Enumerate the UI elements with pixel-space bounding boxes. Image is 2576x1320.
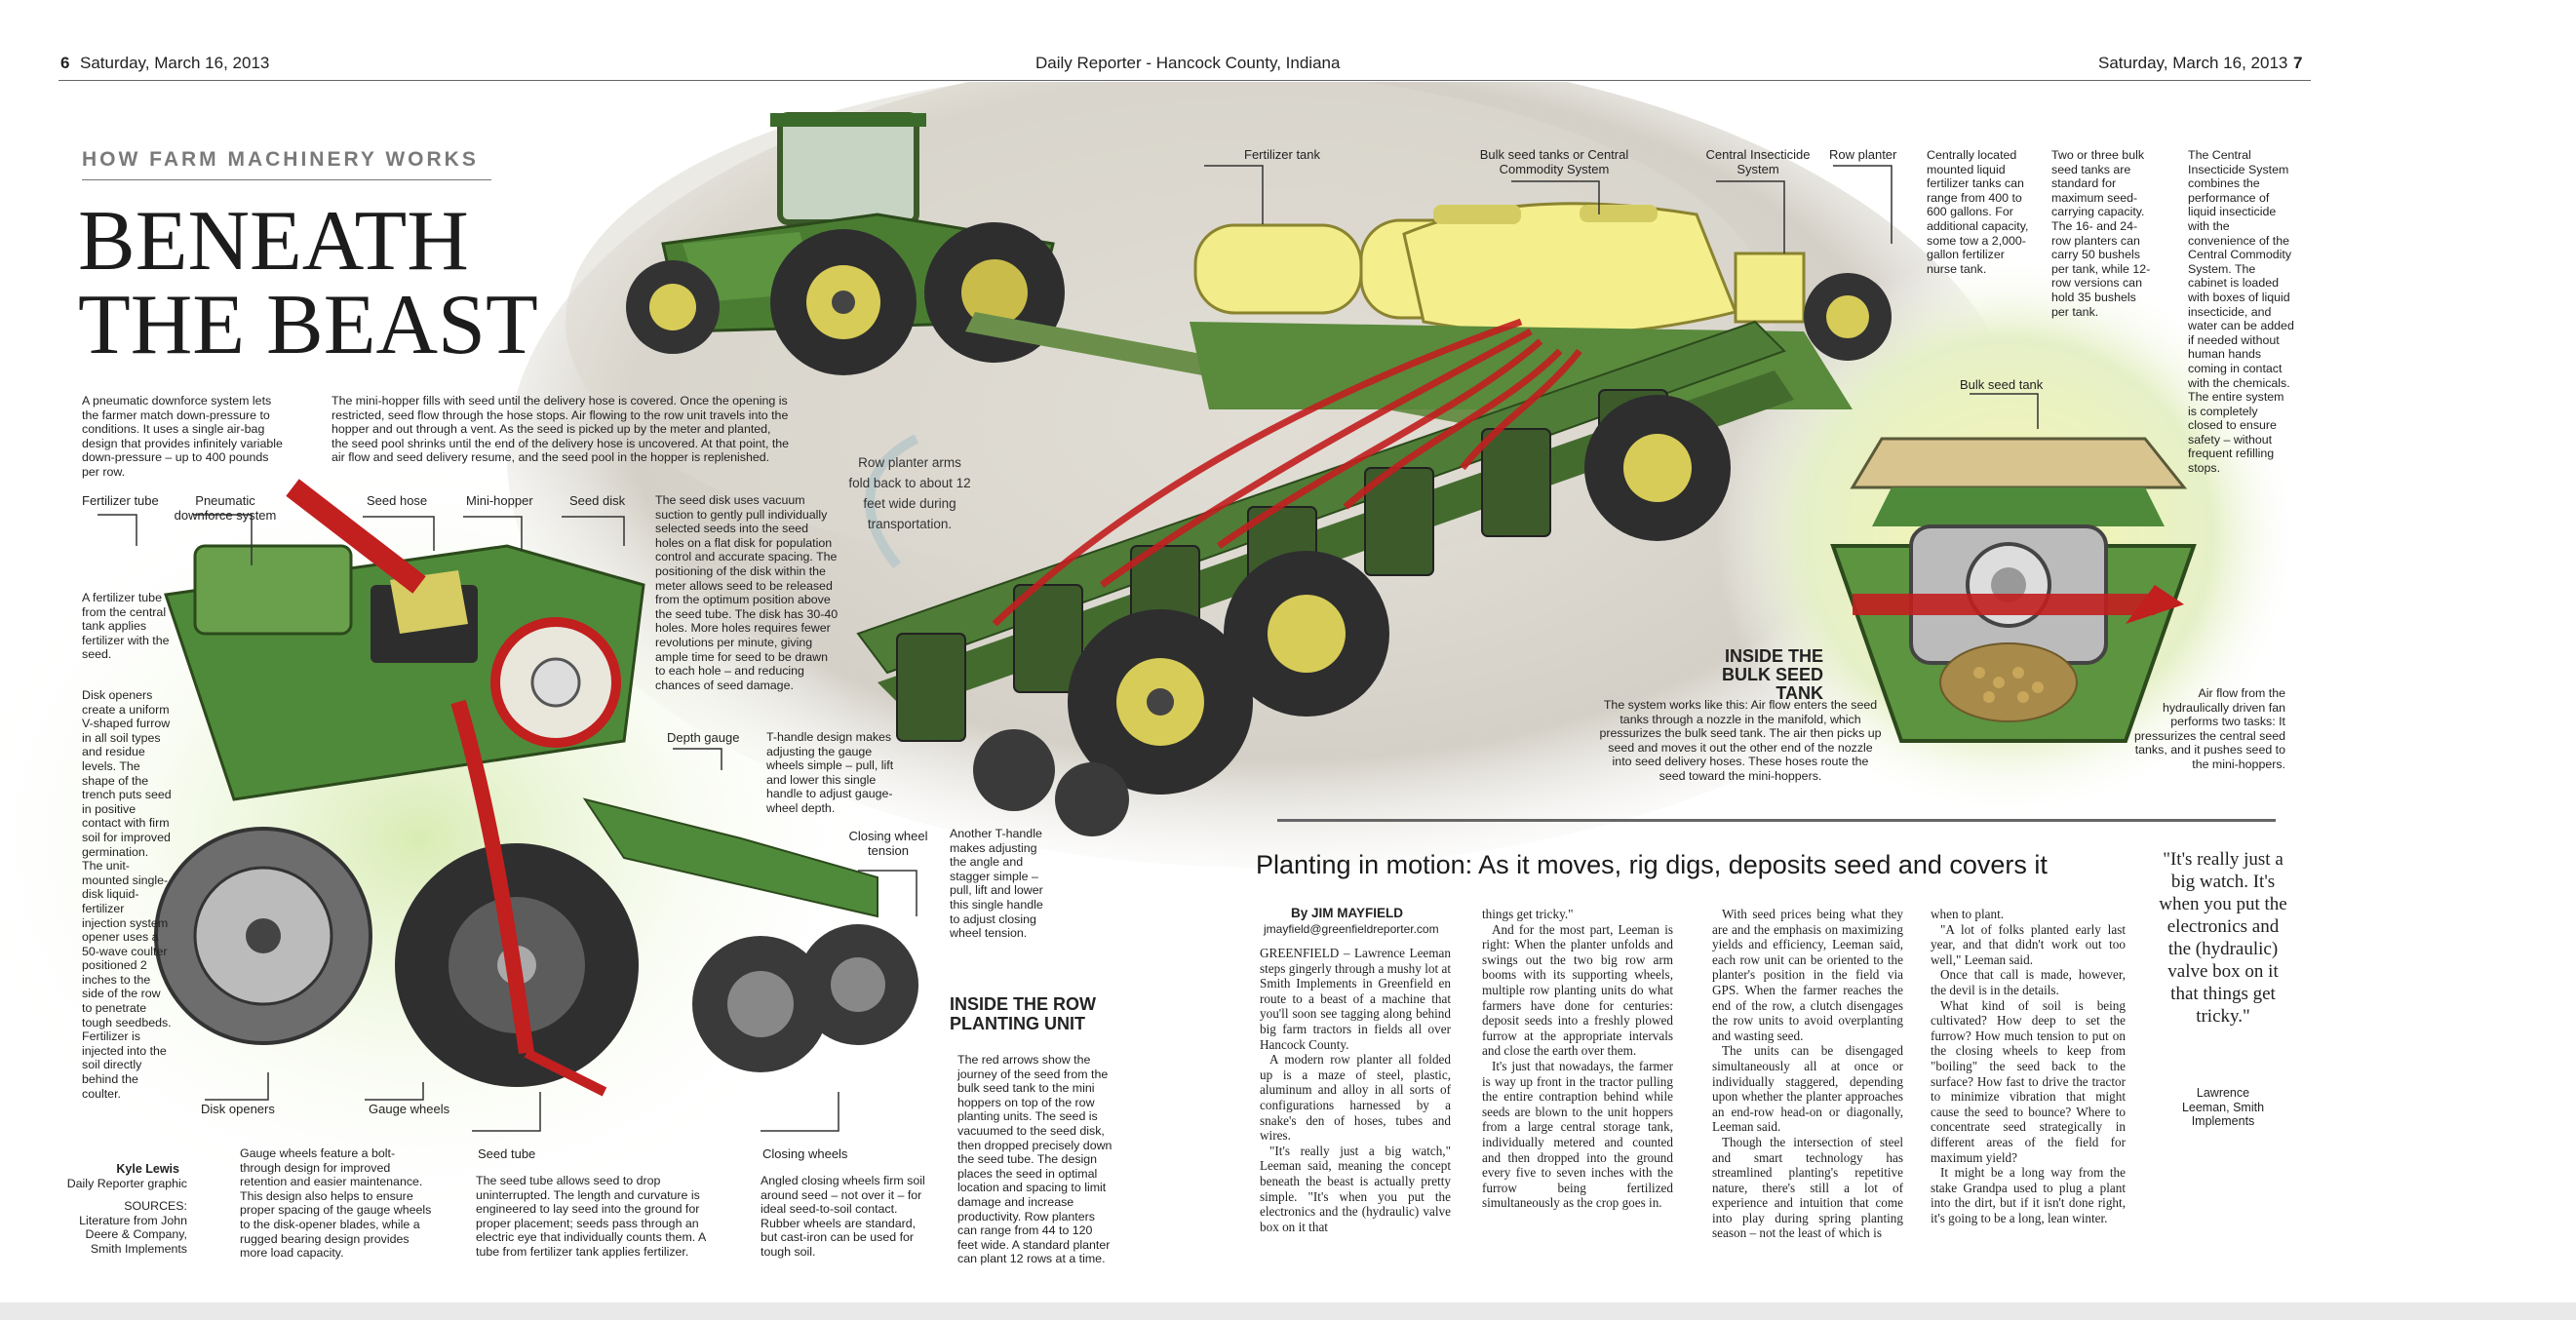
label-disk-openers: Disk openers	[201, 1102, 275, 1116]
caption-central-insecticide: The Central Insecticide System combines …	[2188, 148, 2294, 476]
label-pneumatic-downforce: Pneumatic downforce system	[174, 493, 277, 523]
article-paragraph: GREENFIELD – Lawrence Leeman steps ginge…	[1260, 946, 1451, 1052]
label-seed-hose: Seed hose	[367, 493, 428, 508]
caption-bulk-tanks: Two or three bulk seed tanks are standar…	[2051, 148, 2151, 319]
inside-row-heading: INSIDE THE ROW PLANTING UNIT	[950, 994, 1097, 1033]
caption-t-handle-gauge: T-handle design makes adjusting the gaug…	[766, 730, 894, 815]
planter-wheels-icon	[973, 395, 1731, 836]
row-unit-detail-icon	[154, 479, 918, 1097]
tractor-icon	[626, 112, 1065, 375]
article-headline: Planting in motion: As it moves, rig dig…	[1256, 850, 2048, 879]
article-paragraph: Once that call is made, however, the dev…	[1931, 967, 2126, 997]
page-title-line1: BENEATH	[78, 194, 469, 289]
bulk-seed-tank-icon	[1830, 437, 2197, 743]
right-date: Saturday, March 16, 2013	[2098, 54, 2288, 72]
planter-illustration	[0, 82, 2576, 1301]
article-paragraph: Though the intersection of steel and sma…	[1712, 1134, 1903, 1241]
caption-t-handle-closing: Another T-handle makes adjusting the ang…	[950, 827, 1043, 941]
article-paragraph: when to plant.	[1931, 907, 2005, 921]
label-row-planter: Row planter	[1829, 147, 1897, 162]
caption-fert-tanks: Centrally located mounted liquid fertili…	[1927, 148, 2029, 276]
inside-row-body: The red arrows show the journey of the s…	[957, 1053, 1112, 1266]
label-gauge-wheels: Gauge wheels	[369, 1102, 450, 1116]
caption-fertilizer-tube: A fertilizer tube from the central tank …	[82, 591, 170, 662]
label-bulk-seed-tank: Bulk seed tank	[1960, 377, 2044, 392]
left-page-number: 6	[60, 54, 70, 72]
article-column-2: things get tricky." And for the most par…	[1482, 907, 1673, 1211]
label-bulk-seed-tanks: Bulk seed tanks or Central Commodity Sys…	[1479, 147, 1629, 176]
caption-seed-disk: The seed disk uses vacuum suction to gen…	[655, 493, 839, 692]
caption-gauge-wheels: Gauge wheels feature a bolt-through desi…	[240, 1146, 432, 1261]
label-seed-disk: Seed disk	[569, 493, 626, 508]
article-paragraph: It might be a long way from the stake Gr…	[1931, 1165, 2126, 1225]
label-central-insecticide: Central Insecticide System	[1705, 147, 1811, 176]
caption-mini-hopper: The mini-hopper fills with seed until th…	[332, 394, 790, 465]
article-column-3: With seed prices being what they are and…	[1712, 907, 1903, 1241]
kicker-rule	[82, 179, 491, 180]
masthead: Daily Reporter - Hancock County, Indiana	[1035, 54, 1341, 72]
label-fertilizer-tube: Fertilizer tube	[82, 493, 159, 508]
article-paragraph: A modern row planter all folded up is a …	[1260, 1052, 1451, 1144]
label-fertilizer-tank: Fertilizer tank	[1244, 147, 1321, 162]
caption-seed-tube: The seed tube allows seed to drop uninte…	[476, 1174, 706, 1259]
article-paragraph: "A lot of folks planted early last year,…	[1931, 921, 2126, 967]
article-paragraph: And for the most part, Leeman is right: …	[1482, 921, 1673, 1059]
label-seed-tube: Seed tube	[478, 1146, 536, 1161]
caption-pneumatic: A pneumatic downforce system lets the fa…	[82, 394, 283, 479]
article-column-1: GREENFIELD – Lawrence Leeman steps ginge…	[1260, 946, 1451, 1234]
article-paragraph: What kind of soil is being cultivated? H…	[1931, 997, 2126, 1165]
right-page-number: 7	[2293, 54, 2303, 72]
article-paragraph: things get tricky."	[1482, 907, 1574, 921]
label-depth-gauge: Depth gauge	[667, 730, 740, 745]
caption-disk-openers: Disk openers create a uniform V-shaped f…	[82, 688, 172, 1101]
pull-quote: "It's really just a big watch. It's when…	[2159, 849, 2287, 1027]
article-paragraph: With seed prices being what they are and…	[1712, 907, 1903, 1043]
article-column-4: when to plant. "A lot of folks planted e…	[1931, 907, 2126, 1225]
credit-name: Kyle Lewis	[116, 1162, 179, 1176]
article-email: jmayfield@greenfieldreporter.com	[1264, 922, 1439, 936]
caption-airflow: Air flow from the hydraulically driven f…	[2134, 686, 2285, 771]
label-closing-wheel-tension: Closing wheel tension	[848, 829, 928, 858]
credit-role: Daily Reporter graphic	[66, 1177, 187, 1190]
credit-sources: SOURCES: Literature from John Deere & Co…	[79, 1199, 187, 1256]
caption-row-planter-arms: Row planter arms fold back to about 12 f…	[848, 455, 971, 531]
page-title-line2: THE BEAST	[78, 278, 538, 372]
inside-bulk-heading: INSIDE THE BULK SEED TANK	[1721, 646, 1823, 703]
article-paragraph: The units can be disengaged simultaneous…	[1712, 1043, 1903, 1135]
caption-closing-wheels: Angled closing wheels firm soil around s…	[761, 1174, 925, 1259]
label-closing-wheels: Closing wheels	[762, 1146, 848, 1161]
article-paragraph: It's just that nowadays, the farmer is w…	[1482, 1058, 1673, 1211]
header-rule	[59, 80, 2311, 81]
article-byline: By JIM MAYFIELD	[1291, 906, 1404, 920]
article-rule	[1277, 819, 2276, 822]
label-mini-hopper: Mini-hopper	[466, 493, 533, 508]
article-paragraph: "It's really just a big watch," Leeman s…	[1260, 1143, 1451, 1234]
page-edge	[0, 1302, 2576, 1320]
pull-quote-attribution: Lawrence Leeman, Smith Implements	[2181, 1086, 2265, 1129]
left-date: Saturday, March 16, 2013	[80, 54, 270, 72]
inside-bulk-body: The system works like this: Air flow ent…	[1599, 698, 1882, 783]
kicker: HOW FARM MACHINERY WORKS	[82, 148, 479, 171]
